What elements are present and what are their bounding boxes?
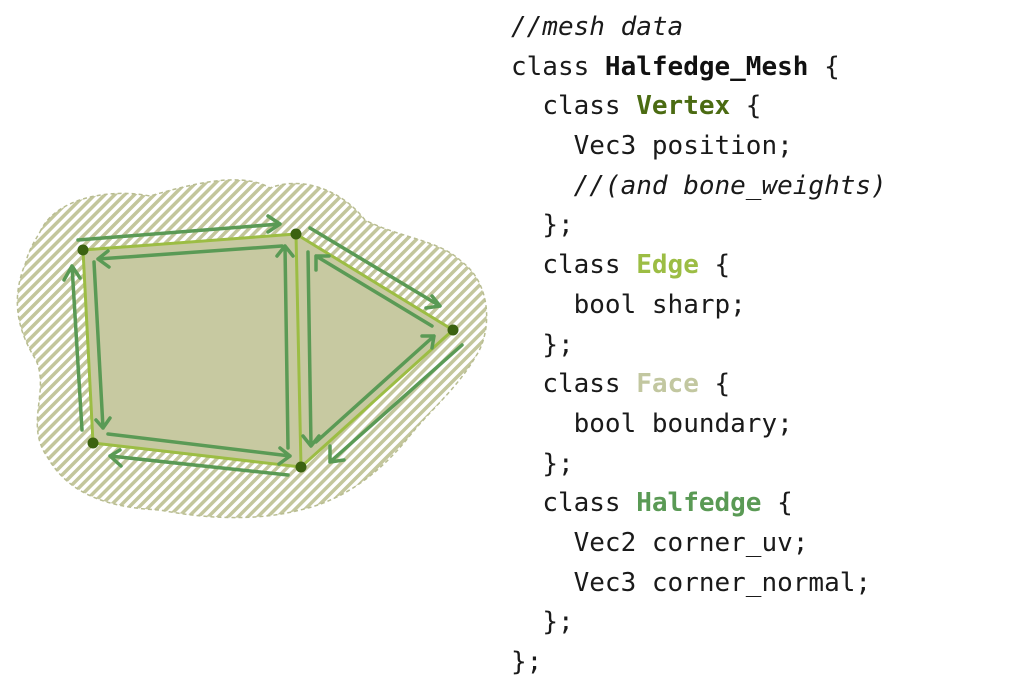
code-text: bool sharp; xyxy=(573,289,746,320)
halfedge-arrow xyxy=(76,214,282,242)
code-text: Vec3 corner_normal; xyxy=(573,567,872,598)
code-text: { xyxy=(730,91,762,122)
code-line: class Halfedge_Mesh { xyxy=(511,48,887,88)
vertex xyxy=(295,461,307,473)
edge xyxy=(81,248,95,445)
vertex xyxy=(290,228,302,240)
code-text: class xyxy=(542,250,637,281)
edge xyxy=(294,232,455,332)
halfedge-arrow xyxy=(314,334,436,444)
code-comment: //mesh data xyxy=(511,12,684,42)
code-line: class Edge { xyxy=(511,246,887,286)
halfedge-mesh-diagram xyxy=(16,179,488,519)
code-text: class xyxy=(542,91,637,122)
edges xyxy=(81,232,455,469)
code-text: }; xyxy=(542,210,574,241)
halfedge-arrow xyxy=(92,260,112,430)
vertex xyxy=(77,244,89,256)
code-text: class xyxy=(542,369,637,400)
code-text: }; xyxy=(542,607,574,638)
code-text: bool boundary; xyxy=(573,408,793,439)
class-name-face: Face xyxy=(636,369,699,400)
halfedge-arrow xyxy=(108,448,290,477)
code-text: { xyxy=(808,51,840,82)
halfedge-arrow xyxy=(328,343,464,464)
code-line: bool boundary; xyxy=(511,405,887,445)
code-text: Vec2 corner_uv; xyxy=(573,527,809,558)
class-name-halfedge: Halfedge xyxy=(636,488,762,519)
halfedge-arrow xyxy=(308,226,442,310)
face-triangle xyxy=(296,234,453,467)
code-line: Vec3 corner_normal; xyxy=(511,564,887,604)
vertex xyxy=(87,437,99,449)
code-line: bool sharp; xyxy=(511,286,887,326)
class-name-halfedge-mesh: Halfedge_Mesh xyxy=(604,51,809,82)
code-block: //mesh data class Halfedge_Mesh { class V… xyxy=(511,8,887,683)
halfedge-arrow xyxy=(275,244,295,450)
code-line: }; xyxy=(511,206,887,246)
halfedges xyxy=(62,214,464,477)
halfedge-arrow xyxy=(106,432,292,466)
code-line: Vec3 position; xyxy=(511,127,887,167)
vertices xyxy=(77,228,459,473)
code-text: { xyxy=(698,369,731,400)
class-name-edge: Edge xyxy=(636,250,699,281)
halfedge-arrow xyxy=(62,264,84,432)
code-line: class Vertex { xyxy=(511,87,887,127)
halfedge-arrow xyxy=(96,244,284,269)
code-line: }; xyxy=(511,445,887,485)
code-line: //(and bone_weights) xyxy=(511,167,887,207)
halfedge-arrow xyxy=(314,254,434,328)
edge xyxy=(294,232,303,469)
code-line: class Face { xyxy=(511,365,887,405)
code-text: Vec3 position; xyxy=(573,131,793,162)
edge xyxy=(91,441,303,469)
halfedge-arrow xyxy=(301,250,321,448)
code-text: class xyxy=(542,488,637,519)
code-line: }; xyxy=(511,643,887,683)
edge xyxy=(299,328,455,469)
face-quad xyxy=(83,234,301,467)
code-line: class Halfedge { xyxy=(511,484,887,524)
code-text: }; xyxy=(542,448,574,479)
class-name-vertex: Vertex xyxy=(636,91,731,122)
code-line: }; xyxy=(511,603,887,643)
code-line: Vec2 corner_uv; xyxy=(511,524,887,564)
code-line: //mesh data xyxy=(511,8,887,48)
vertex xyxy=(447,324,459,336)
code-line: }; xyxy=(511,326,887,366)
code-text: { xyxy=(761,488,793,519)
code-text: }; xyxy=(511,647,543,677)
code-comment: //(and bone_weights) xyxy=(573,170,887,201)
code-text: { xyxy=(698,250,731,281)
code-text: }; xyxy=(542,329,574,360)
code-text: class xyxy=(511,51,605,82)
edge xyxy=(81,232,298,252)
